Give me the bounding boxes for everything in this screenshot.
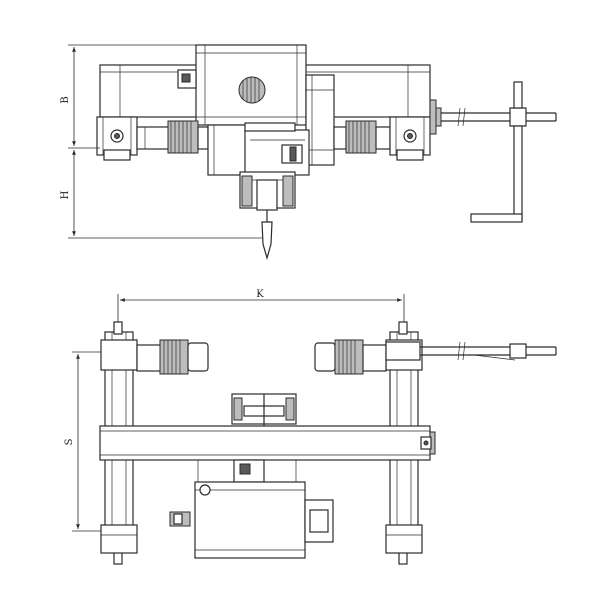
plan-left-travel-motor <box>136 339 209 375</box>
dimension-K: K <box>117 289 405 322</box>
hook-block <box>239 171 296 261</box>
dimension-S-label: S <box>64 438 75 445</box>
plan-view: K <box>64 289 557 565</box>
plan-pendant-arm <box>385 341 557 361</box>
control-panel <box>305 74 335 166</box>
limit-box-core <box>181 73 191 83</box>
right-wheel-block <box>389 116 431 161</box>
pendant-control <box>429 81 557 223</box>
dimension-S: S <box>64 351 101 532</box>
hoist-drum-circle <box>238 76 266 104</box>
dimension-K-label: K <box>256 289 264 300</box>
left-wheel-block <box>96 116 138 161</box>
hoist-motor <box>207 122 310 176</box>
trolley-hoist <box>169 459 334 559</box>
hoist-housing <box>195 44 307 126</box>
front-elevation-view: B H <box>60 44 557 261</box>
dimension-H-label: H <box>60 190 71 199</box>
main-girder <box>99 425 436 461</box>
right-drive-motor <box>333 120 391 154</box>
trolley-upper <box>231 393 297 426</box>
dimension-H: H <box>60 150 262 239</box>
plan-right-travel-motor <box>314 339 387 375</box>
dimension-B: B <box>60 44 196 149</box>
left-drive-motor <box>136 120 209 154</box>
dimension-B-label: B <box>60 96 71 103</box>
hook <box>261 221 273 261</box>
